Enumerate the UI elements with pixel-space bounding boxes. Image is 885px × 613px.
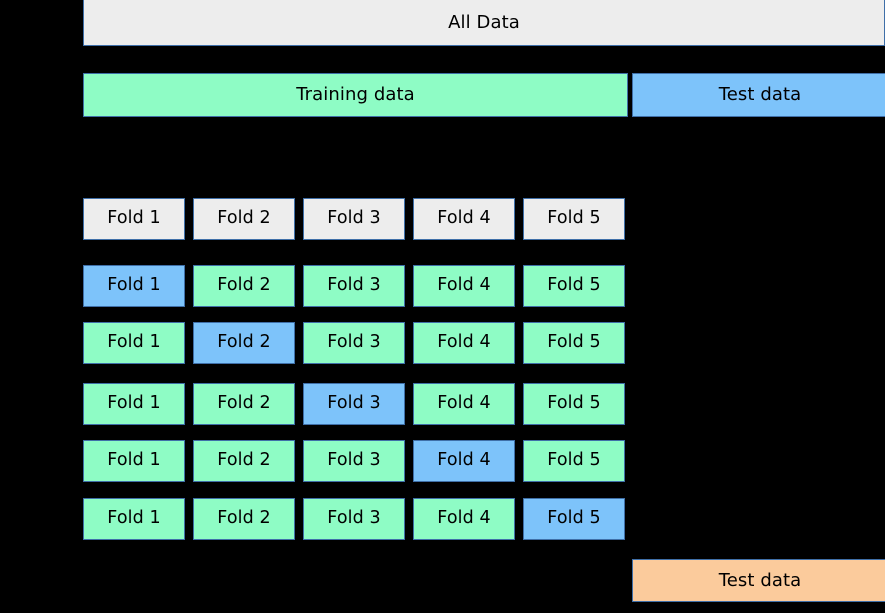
split-5-fold-label-5: Fold 5: [547, 508, 601, 529]
split-2-fold-label-3: Fold 3: [327, 332, 381, 353]
split-1-fold-label-5: Fold 5: [547, 275, 601, 296]
fold-header-label-2: Fold 2: [217, 208, 271, 229]
fold-header-label-3: Fold 3: [327, 208, 381, 229]
fold-header-label-4: Fold 4: [437, 208, 491, 229]
fold-header-1: Fold 1: [83, 198, 185, 240]
split-5-fold-1-training: Fold 1: [83, 498, 185, 540]
split-2-fold-label-1: Fold 1: [107, 332, 161, 353]
split-1-fold-label-4: Fold 4: [437, 275, 491, 296]
split-4-fold-2-training: Fold 2: [193, 440, 295, 482]
split-4-fold-5-training: Fold 5: [523, 440, 625, 482]
split-3-fold-2-training: Fold 2: [193, 383, 295, 425]
split-5-fold-3-training: Fold 3: [303, 498, 405, 540]
test-data-label-bottom: Test data: [718, 569, 802, 591]
split-5-fold-label-4: Fold 4: [437, 508, 491, 529]
split-5-fold-label-3: Fold 3: [327, 508, 381, 529]
split-2-fold-label-5: Fold 5: [547, 332, 601, 353]
split-2-fold-2-validation: Fold 2: [193, 322, 295, 364]
fold-header-5: Fold 5: [523, 198, 625, 240]
split-3-fold-label-4: Fold 4: [437, 393, 491, 414]
split-3-fold-3-validation: Fold 3: [303, 383, 405, 425]
split-1-fold-label-1: Fold 1: [107, 275, 161, 296]
split-1-fold-label-2: Fold 2: [217, 275, 271, 296]
split-4-fold-4-validation: Fold 4: [413, 440, 515, 482]
split-4-fold-1-training: Fold 1: [83, 440, 185, 482]
split-2-fold-4-training: Fold 4: [413, 322, 515, 364]
fold-header-3: Fold 3: [303, 198, 405, 240]
all-data-label: All Data: [448, 11, 520, 33]
split-3-fold-5-training: Fold 5: [523, 383, 625, 425]
fold-header-2: Fold 2: [193, 198, 295, 240]
split-4-fold-label-1: Fold 1: [107, 450, 161, 471]
fold-header-label-5: Fold 5: [547, 208, 601, 229]
training-data-box: Training data: [83, 73, 628, 117]
split-3-fold-label-2: Fold 2: [217, 393, 271, 414]
split-5-fold-label-2: Fold 2: [217, 508, 271, 529]
split-2-fold-label-2: Fold 2: [217, 332, 271, 353]
split-1-fold-label-3: Fold 3: [327, 275, 381, 296]
split-2-fold-1-training: Fold 1: [83, 322, 185, 364]
split-3-fold-label-1: Fold 1: [107, 393, 161, 414]
split-5-fold-2-training: Fold 2: [193, 498, 295, 540]
split-1-fold-4-training: Fold 4: [413, 265, 515, 307]
split-2-fold-5-training: Fold 5: [523, 322, 625, 364]
split-4-fold-label-4: Fold 4: [437, 450, 491, 471]
fold-header-4: Fold 4: [413, 198, 515, 240]
test-data-label-top: Test data: [718, 84, 802, 105]
split-3-fold-label-3: Fold 3: [327, 393, 381, 414]
split-2-fold-label-4: Fold 4: [437, 332, 491, 353]
split-4-fold-label-5: Fold 5: [547, 450, 601, 471]
training-data-label: Training data: [296, 84, 415, 105]
test-data-box-bottom: Test data: [632, 559, 885, 602]
split-1-fold-2-training: Fold 2: [193, 265, 295, 307]
split-1-fold-3-training: Fold 3: [303, 265, 405, 307]
split-3-fold-1-training: Fold 1: [83, 383, 185, 425]
split-4-fold-3-training: Fold 3: [303, 440, 405, 482]
split-5-fold-4-training: Fold 4: [413, 498, 515, 540]
split-4-fold-label-3: Fold 3: [327, 450, 381, 471]
split-5-fold-5-validation: Fold 5: [523, 498, 625, 540]
split-3-fold-4-training: Fold 4: [413, 383, 515, 425]
split-2-fold-3-training: Fold 3: [303, 322, 405, 364]
split-3-fold-label-5: Fold 5: [547, 393, 601, 414]
all-data-box: All Data: [83, 0, 885, 46]
split-4-fold-label-2: Fold 2: [217, 450, 271, 471]
split-1-fold-5-training: Fold 5: [523, 265, 625, 307]
fold-header-label-1: Fold 1: [107, 208, 161, 229]
test-data-box-top: Test data: [632, 73, 885, 117]
split-5-fold-label-1: Fold 1: [107, 508, 161, 529]
split-1-fold-1-validation: Fold 1: [83, 265, 185, 307]
